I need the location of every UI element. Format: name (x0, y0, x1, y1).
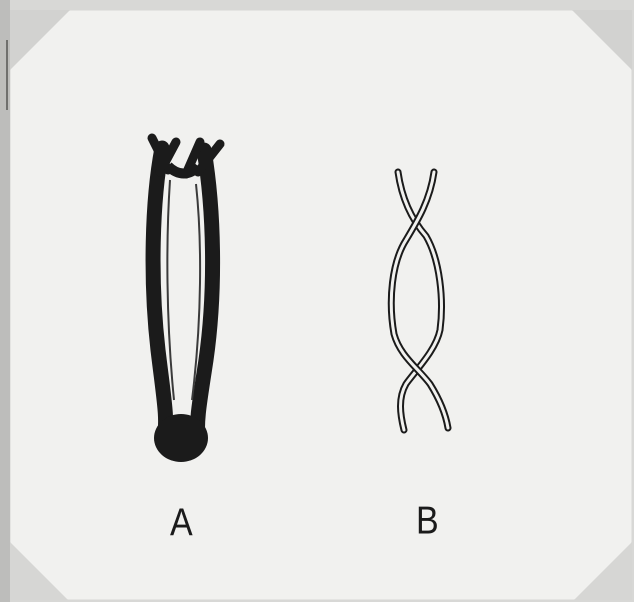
twisted-strand-drawing-icon (391, 172, 448, 430)
figure-label-a: A (170, 503, 193, 542)
figure-label-b: B (416, 501, 439, 540)
hairpin-drawing-icon (152, 138, 220, 462)
